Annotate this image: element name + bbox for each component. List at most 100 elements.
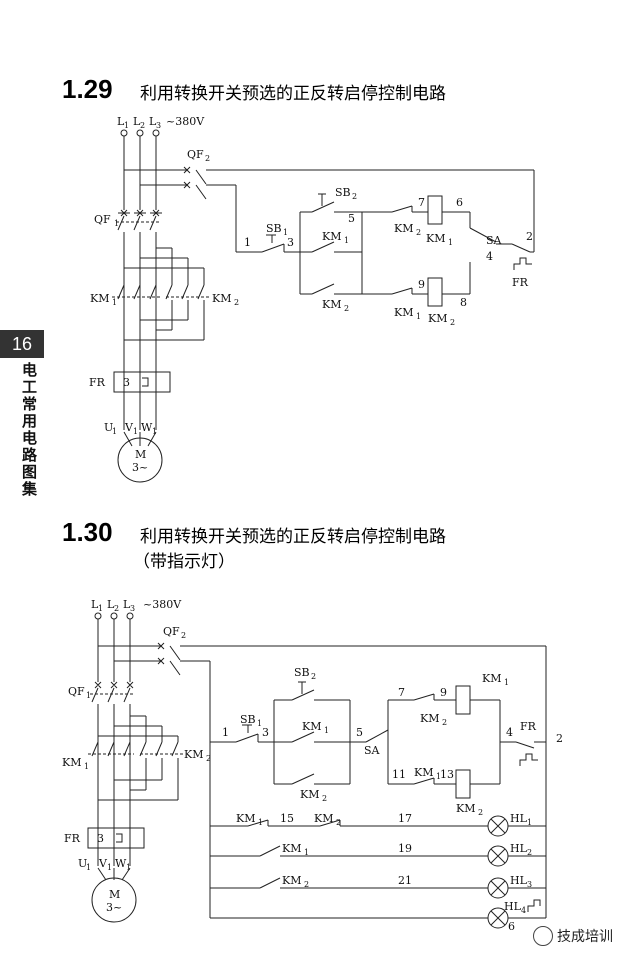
svg-text:3: 3 <box>156 121 161 130</box>
svg-text:2: 2 <box>556 732 563 745</box>
svg-text:1: 1 <box>133 427 138 436</box>
svg-text:SA: SA <box>364 744 381 757</box>
svg-text:HL: HL <box>504 900 522 913</box>
wechat-icon <box>533 926 553 946</box>
svg-text:2: 2 <box>140 121 145 130</box>
svg-text:W: W <box>141 421 153 434</box>
watermark: 技成培训 <box>533 926 613 946</box>
svg-text:3: 3 <box>527 880 532 889</box>
coil-KM2-d1 <box>427 277 443 307</box>
svg-text:1: 1 <box>112 298 117 307</box>
svg-text:1: 1 <box>114 219 119 228</box>
svg-text:2: 2 <box>442 718 447 727</box>
svg-text:KM: KM <box>414 766 433 779</box>
svg-text:HL: HL <box>510 812 528 825</box>
label-KM1-main-d1: KM <box>90 292 109 305</box>
svg-text:1: 1 <box>222 726 229 739</box>
svg-text:KM: KM <box>322 298 341 311</box>
page-number-tab: 16 <box>0 330 44 358</box>
book-title-vertical: 电工常用电路图集 <box>22 361 38 498</box>
svg-text:1: 1 <box>86 691 91 700</box>
label-FR-value-d1: 3 <box>123 376 130 389</box>
svg-text:SB: SB <box>240 713 256 726</box>
svg-text:2: 2 <box>234 298 239 307</box>
svg-text:1: 1 <box>304 848 309 857</box>
svg-text:15: 15 <box>280 812 294 825</box>
svg-text:1: 1 <box>152 427 157 436</box>
svg-text:L: L <box>91 598 99 611</box>
svg-text:2: 2 <box>322 794 327 803</box>
svg-text:M: M <box>109 888 120 901</box>
svg-text:5: 5 <box>356 726 363 739</box>
label-L1: L <box>117 115 125 128</box>
svg-text:KM: KM <box>184 748 203 761</box>
svg-text:SB: SB <box>266 222 282 235</box>
thermal-relay-1: 3 FR <box>89 371 171 393</box>
svg-text:KM: KM <box>426 232 445 245</box>
label-QF2-d1: QF <box>187 148 204 161</box>
label-QF1-d1: QF <box>94 213 111 226</box>
svg-text:KM: KM <box>300 788 319 801</box>
svg-text:9: 9 <box>418 278 425 291</box>
svg-text:KM: KM <box>62 756 81 769</box>
svg-text:3: 3 <box>130 604 135 613</box>
svg-text:17: 17 <box>398 812 412 825</box>
svg-text:HL: HL <box>510 874 528 887</box>
svg-text:13: 13 <box>440 768 454 781</box>
svg-text:1: 1 <box>244 236 251 249</box>
motor-circle-2 <box>91 877 137 923</box>
svg-text:L: L <box>107 598 115 611</box>
svg-text:KM: KM <box>322 230 341 243</box>
svg-text:FR: FR <box>512 276 529 289</box>
svg-text:1: 1 <box>504 678 509 687</box>
svg-text:2: 2 <box>416 228 421 237</box>
label-supply-2: ~380V <box>143 598 182 611</box>
svg-text:KM: KM <box>420 712 439 725</box>
svg-text:6: 6 <box>456 196 463 209</box>
section-number-2: 1.30 <box>62 517 113 547</box>
svg-text:6: 6 <box>508 920 515 933</box>
svg-text:1: 1 <box>448 238 453 247</box>
label-L2: L <box>133 115 141 128</box>
svg-text:1: 1 <box>416 312 421 321</box>
watermark-text: 技成培训 <box>557 929 613 945</box>
svg-text:SB: SB <box>335 186 351 199</box>
svg-text:QF: QF <box>163 625 180 638</box>
svg-text:KM: KM <box>428 312 447 325</box>
svg-text:1: 1 <box>436 772 441 781</box>
svg-text:2: 2 <box>527 848 532 857</box>
svg-text:W: W <box>115 857 127 870</box>
svg-text:SA: SA <box>486 234 503 247</box>
section-title-2: 利用转换开关预选的正反转启停控制电路 <box>140 527 446 547</box>
svg-text:2: 2 <box>181 631 186 640</box>
svg-text:2: 2 <box>478 808 483 817</box>
svg-text:8: 8 <box>460 296 467 309</box>
svg-text:1: 1 <box>112 427 117 436</box>
svg-text:4: 4 <box>486 250 493 263</box>
svg-text:3~: 3~ <box>132 461 148 474</box>
svg-text:1: 1 <box>107 863 112 872</box>
motor-circle-1 <box>117 437 163 483</box>
section-subtitle-2: （带指示灯） <box>133 552 235 572</box>
label-L3: L <box>149 115 157 128</box>
svg-text:9: 9 <box>440 686 447 699</box>
section-title-1: 利用转换开关预选的正反转启停控制电路 <box>140 84 446 104</box>
svg-text:KM: KM <box>282 874 301 887</box>
svg-text:11: 11 <box>392 768 406 781</box>
svg-text:2: 2 <box>336 818 341 827</box>
svg-text:KM: KM <box>394 222 413 235</box>
svg-text:19: 19 <box>398 842 412 855</box>
svg-text:1: 1 <box>283 228 288 237</box>
svg-text:21: 21 <box>398 874 412 887</box>
svg-text:1: 1 <box>257 719 262 728</box>
label-KM2-main-d1: KM <box>212 292 231 305</box>
svg-text:5: 5 <box>348 212 355 225</box>
svg-text:FR: FR <box>64 832 81 845</box>
